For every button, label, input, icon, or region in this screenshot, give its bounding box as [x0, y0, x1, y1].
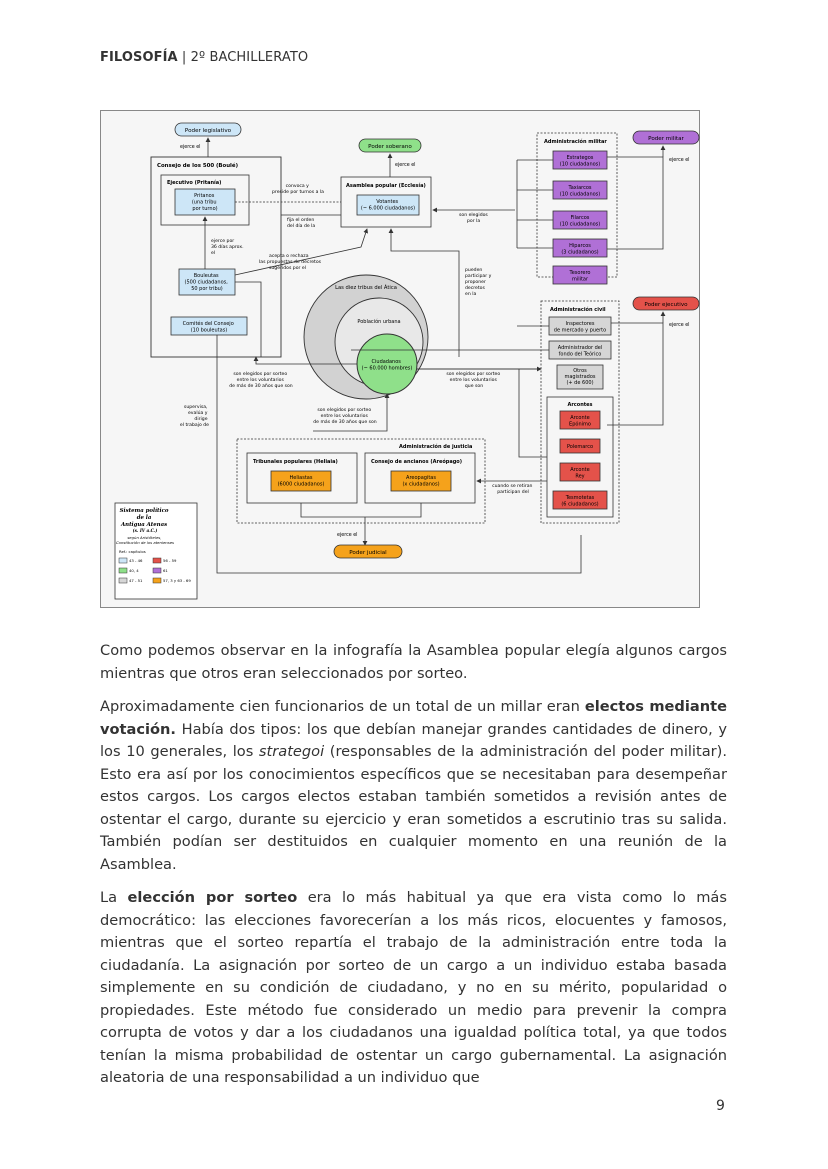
votantes-label: Votantes (~ 6.000 ciudadanos)	[361, 199, 415, 212]
supervisa-label: supervisa, evalúa y dirige el trabajo de	[180, 404, 209, 428]
svg-text:Taxiarcos(10 ciudadanos): Taxiarcos(10 ciudadanos)	[560, 185, 601, 198]
ejerce-por-label: ejerce por 36 días aprox. el	[211, 238, 245, 256]
comites-box	[170, 316, 248, 336]
arcontes-title: Arcontes	[567, 402, 592, 408]
poder-soberano-pill	[358, 138, 422, 153]
ejecutivo-title: Ejecutivo (Pritanía)	[167, 179, 221, 186]
bouleutas-box	[178, 268, 236, 296]
pritanos-box	[174, 188, 236, 216]
diagram-svg: Poder legislativo ejerce el Consejo de l…	[114, 122, 700, 600]
header-separator: |	[177, 50, 191, 65]
svg-text:61: 61	[163, 568, 168, 573]
bouleutas-label: Bouleutas (500 ciudadanos, 50 por tribu)	[185, 273, 230, 292]
fija-orden-label: fija el orden del día de la	[287, 217, 316, 229]
asamblea-title: Asamblea popular (Ecclesía)	[346, 182, 426, 189]
subject-label: FILOSOFÍA	[100, 50, 178, 65]
consejo-box	[150, 156, 282, 358]
svg-text:43 - 46: 43 - 46	[129, 558, 143, 563]
body-text: Como podemos observar en la infografía l…	[100, 640, 727, 1101]
votantes-box	[356, 194, 420, 216]
paragraph-2: Aproximadamente cien funcionarios de un …	[100, 698, 727, 873]
otros-box	[556, 364, 604, 390]
convoca-label: convoca y preside por turnos a la	[272, 184, 324, 195]
admin-justicia-title: Administración de justicia	[399, 443, 472, 450]
svg-text:Hiparcos(3 ciudadanos): Hiparcos(3 ciudadanos)	[561, 243, 598, 256]
comites-label: Comités del Consejo (10 bouleutas)	[183, 320, 236, 334]
poder-judicial-pill	[333, 544, 403, 559]
ejerce-el-legislativo: ejerce el	[180, 144, 201, 150]
diez-tribus-label: Las diez tribus del Ática	[335, 284, 397, 291]
svg-text:Estrategos(10 ciudadanos): Estrategos(10 ciudadanos)	[560, 155, 601, 168]
poder-ejecutivo-pill	[632, 296, 700, 311]
heliastas-label: Heliastas(6000 ciudadanos)	[278, 475, 325, 488]
areopagitas-label: Areopagitas(x ciudadanos)	[402, 475, 439, 488]
son-elegidos-por-la-label: son elegidos por la	[459, 212, 489, 224]
acepta-label: acepta o rechaza las propuestas de decre…	[259, 253, 323, 271]
tribunales-title: Tribunales populares (Heliaia)	[253, 459, 338, 465]
svg-text:Filarcos(10 ciudadanos): Filarcos(10 ciudadanos)	[560, 215, 601, 228]
cuando-retiran-label: cuando se retiran participan del	[492, 483, 534, 495]
heliastas-box	[270, 470, 332, 492]
svg-text:Tesmotetas(6 ciudadanos): Tesmotetas(6 ciudadanos)	[561, 495, 598, 508]
infographic-athens-political-system: Poder legislativo ejerce el Consejo de l…	[100, 110, 700, 608]
poder-militar-label: Poder militar	[648, 136, 684, 142]
svg-text:Polemarco: Polemarco	[567, 444, 593, 450]
consejo-title: Consejo de los 500 (Boulé)	[157, 162, 238, 169]
poblacion-urbana-label: Población urbana	[357, 318, 400, 325]
ejerce-el-ejecutivo: ejerce el	[669, 322, 690, 328]
page-number: 9	[716, 1098, 725, 1114]
svg-text:Sistema político de la: Sistema político de la Antigua Atenas (s…	[120, 507, 171, 533]
sorteo-izq-label: son elegidos por sorteo entre los volunt…	[229, 371, 293, 389]
admin-militar-title: Administración militar	[544, 138, 607, 145]
pritanos-label: Pritanos (una tribu por turno)	[192, 193, 218, 212]
sorteo-der-label: son elegidos por sorteo entre los volunt…	[446, 371, 501, 389]
poder-legislativo-label: Poder legislativo	[185, 128, 232, 134]
svg-text:Ref.: capítulos: Ref.: capítulos	[119, 549, 146, 554]
svg-text:según Aristóteles, Const: según Aristóteles, Constitución de los a…	[116, 535, 174, 545]
admin-justicia-box	[236, 438, 486, 524]
ejerce-el-soberano: ejerce el	[395, 162, 416, 168]
ejerce-el-militar: ejerce el	[669, 157, 690, 163]
areopagitas-box	[390, 470, 452, 492]
svg-text:57, 3 y 63 - 69: 57, 3 y 63 - 69	[163, 578, 191, 583]
poder-legislativo-pill	[174, 122, 242, 137]
militar-boxes: Estrategos(10 ciudadanos) Taxiarcos(10 c…	[552, 150, 608, 285]
poder-militar-pill	[632, 130, 700, 145]
paragraph-3: La elección por sorteo era lo más habitu…	[100, 889, 727, 1086]
admin-civil-box	[540, 300, 620, 524]
consejo-ancianos-title: Consejo de ancianos (Areópago)	[371, 458, 462, 465]
sorteo-centro-label: son elegidos por sorteo entre los volunt…	[313, 407, 377, 425]
ciudadanos-label: Ciudadanos (~ 60.000 hombres)	[362, 359, 413, 372]
poder-soberano-label: Poder soberano	[368, 144, 412, 150]
course-label: 2º BACHILLERATO	[190, 50, 309, 65]
ejerce-el-judicial: ejerce el	[337, 532, 358, 538]
pueden-label: pueden participar y proponer decretos en…	[465, 267, 493, 297]
svg-text:47 - 51: 47 - 51	[129, 578, 143, 583]
paragraph-1: Como podemos observar en la infografía l…	[100, 642, 727, 682]
page-header: FILOSOFÍA | 2º BACHILLERATO	[100, 50, 308, 65]
svg-text:56 - 59: 56 - 59	[163, 558, 177, 563]
svg-text:40, 4: 40, 4	[129, 568, 139, 573]
poder-ejecutivo-label: Poder ejecutivo	[644, 302, 688, 308]
legend: Sistema político de la Antigua Atenas (s…	[114, 502, 198, 600]
admin-civil-title: Administración civil	[550, 306, 606, 313]
poder-judicial-label: Poder judicial	[349, 550, 387, 556]
